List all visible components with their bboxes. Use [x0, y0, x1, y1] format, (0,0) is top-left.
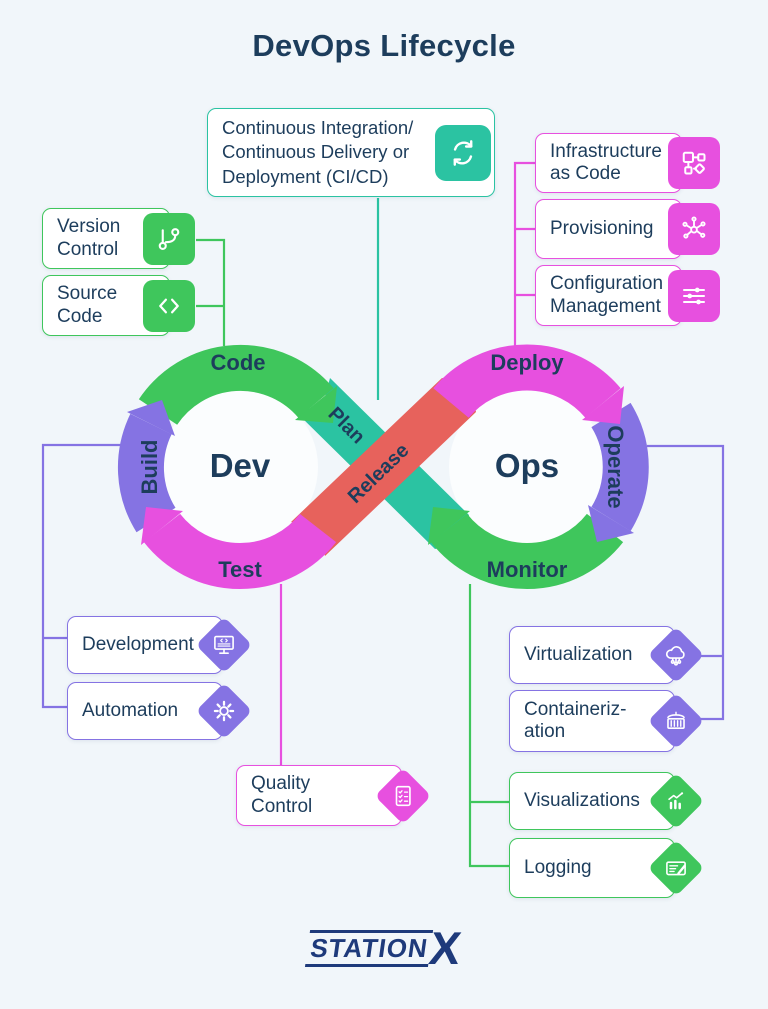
- visualizations-card: Visualizations: [509, 772, 705, 830]
- automation-card: Automation: [67, 682, 253, 740]
- log-pen-icon: [647, 839, 705, 897]
- test-arrowhead: [141, 507, 183, 545]
- refresh-icon: [435, 124, 491, 181]
- operate-arc: [591, 402, 649, 532]
- deploy-connector-line: [513, 161, 535, 352]
- version-control-card: Version Control: [42, 208, 195, 269]
- checklist-icon: [374, 767, 432, 824]
- containerization-card: Containeriz- ation: [509, 690, 705, 752]
- configuration-management-label: Configuration Management: [550, 273, 664, 317]
- virtualization-card: Virtualization: [509, 626, 705, 684]
- infrastructure-as-code-label: Infrastructure as Code: [550, 140, 662, 184]
- stage-label-deploy: Deploy: [490, 350, 564, 375]
- cloud-network-icon: [647, 626, 705, 684]
- code-arrowhead: [295, 386, 337, 423]
- deploy-arc: [433, 344, 621, 419]
- dev-label: Dev: [209, 447, 271, 484]
- development-label: Development: [82, 633, 194, 655]
- stationx-logo: STATION X: [304, 922, 465, 974]
- build-connector-line: [41, 443, 122, 709]
- provisioning-label: Provisioning: [550, 217, 654, 239]
- visualizations-label: Visualizations: [524, 789, 640, 811]
- logging-card: Logging: [509, 838, 705, 898]
- containerization-label: Containeriz- ation: [524, 698, 627, 742]
- cicd-card: Continuous Integration/ Continuous Deliv…: [207, 108, 495, 197]
- sliders-icon: [668, 269, 720, 322]
- container-icon: [647, 692, 705, 750]
- virtualization-label: Virtualization: [524, 643, 633, 665]
- logging-label: Logging: [524, 856, 592, 878]
- network-icon: [668, 203, 720, 255]
- stage-label-operate: Operate: [603, 425, 628, 509]
- monitor-connector-line: [468, 584, 509, 868]
- ops-loop-inner-circle: [449, 389, 605, 545]
- source-code-card: Source Code: [42, 275, 195, 336]
- deploy-arrowhead: [582, 386, 624, 424]
- ops-label: Ops: [494, 447, 560, 484]
- infrastructure-as-code-card: Infrastructure as Code: [535, 133, 720, 193]
- logo-station-text: STATION: [304, 930, 434, 968]
- quality-control-card: Quality Control: [236, 765, 432, 826]
- configuration-management-card: Configuration Management: [535, 265, 720, 326]
- code-arc: [138, 344, 334, 426]
- monitor-arc: [430, 513, 624, 590]
- dev-loop-inner-circle: [162, 389, 318, 545]
- operate-arrowhead: [588, 505, 634, 542]
- automation-label: Automation: [82, 699, 179, 721]
- stage-label-test: Test: [218, 557, 262, 582]
- code-icon: [143, 279, 195, 332]
- monitor-code-icon: [195, 616, 253, 674]
- code-connector-line: [196, 238, 226, 346]
- stage-label-monitor: Monitor: [486, 557, 568, 582]
- build-arrowhead: [127, 400, 175, 436]
- logo-x-text: X: [426, 922, 465, 974]
- version-control-label: Version Control: [57, 216, 121, 260]
- flowchart-icon: [668, 137, 720, 189]
- monitor-arrowhead: [428, 507, 470, 545]
- gear-icon: [195, 682, 253, 740]
- page-title: DevOps Lifecycle: [252, 28, 516, 63]
- git-branch-icon: [143, 212, 195, 265]
- stage-label-build: Build: [137, 439, 162, 495]
- provisioning-card: Provisioning: [535, 199, 720, 259]
- source-code-label: Source Code: [57, 283, 118, 327]
- test-arc: [143, 513, 337, 590]
- release-band: [291, 378, 476, 556]
- operate-connector-line: [647, 444, 725, 721]
- development-card: Development: [67, 616, 253, 674]
- cicd-card-label: Continuous Integration/ Continuous Deliv…: [222, 117, 414, 187]
- quality-control-label: Quality Control: [251, 773, 313, 817]
- bar-chart-icon: [647, 772, 705, 830]
- stage-label-code: Code: [210, 350, 266, 375]
